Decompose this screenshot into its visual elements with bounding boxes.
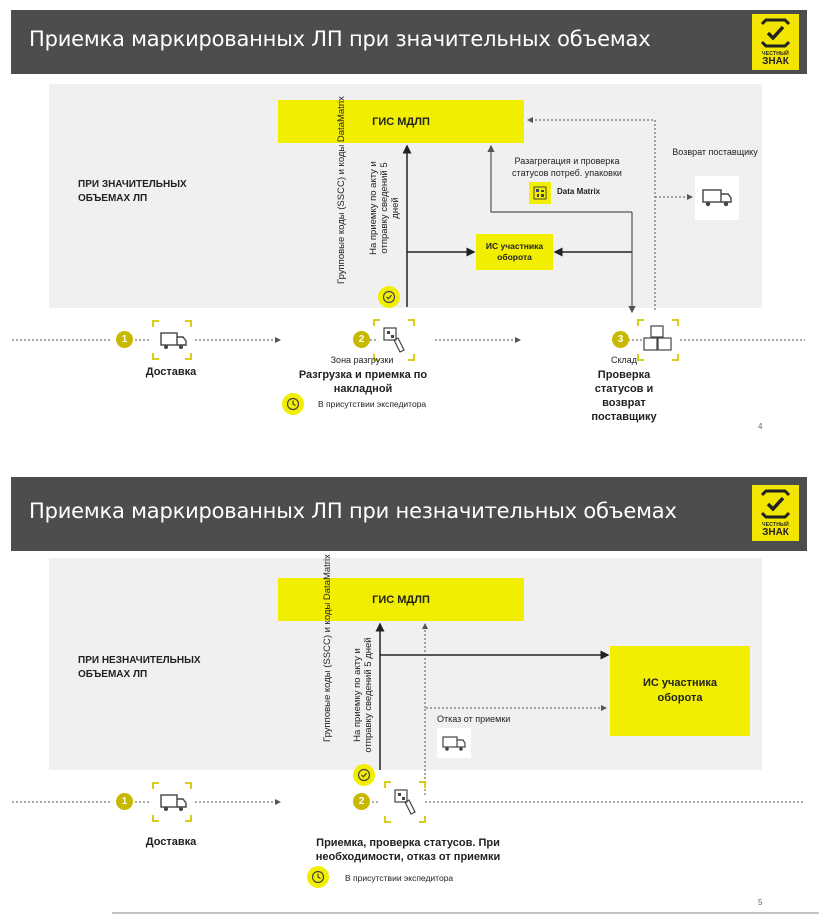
refusal-truck-icon xyxy=(437,728,471,758)
slide1-side-label: ПРИ ЗНАЧИТЕЛЬНЫХ ОБЪЕМАХ ЛП xyxy=(78,179,187,204)
slide2-step2-number: 2 xyxy=(353,793,370,810)
slide1-step2-number: 2 xyxy=(353,331,370,348)
checkmark-logo-icon xyxy=(760,489,791,519)
slide1-scanner-icon xyxy=(372,318,416,362)
slide2-title: Приемка маркированных ЛП при незначитель… xyxy=(29,499,677,523)
slide2-is-label: ИС участника оборота xyxy=(642,677,718,704)
slide1-step3-subtitle: Склад xyxy=(610,355,638,365)
slide2-gis-box: ГИС МДЛП xyxy=(278,578,524,621)
brand-line2-2: ЗНАК xyxy=(762,527,789,538)
slide1-presence-label: В присутствии экспедитора xyxy=(318,399,427,409)
slide1-presence-clock-icon xyxy=(282,393,304,415)
slide2-step2-title: Приемка, проверка статусов. При необходи… xyxy=(315,837,501,863)
slide1-boxes-icon xyxy=(636,318,680,362)
slide1-step2-subtitle: Зона разгрузки xyxy=(330,355,394,365)
slide2-step1-title: Доставка xyxy=(145,836,197,848)
slide2-gis-label: ГИС МДЛП xyxy=(372,593,430,606)
slide1-return-label: Возврат поставщику xyxy=(672,147,758,157)
slide1-header: Приемка маркированных ЛП при значительны… xyxy=(11,10,807,74)
slide1-data-matrix-label: Data Matrix xyxy=(557,187,601,196)
slide1-step3-title: Проверка статусов и возврат поставщику xyxy=(591,369,657,423)
slide2-header: Приемка маркированных ЛП при незначитель… xyxy=(11,477,807,551)
slide1-timer-icon xyxy=(378,286,400,308)
brand-logo-2: ЧЕСТНЫЙ ЗНАК xyxy=(752,485,799,541)
return-truck-icon xyxy=(695,176,739,220)
slide2-presence-label: В присутствии экспедитора xyxy=(345,873,454,883)
slide1-step3-number: 3 xyxy=(612,331,629,348)
slide1-title: Приемка маркированных ЛП при значительны… xyxy=(29,27,651,51)
slide1-gis-box: ГИС МДЛП xyxy=(278,100,524,143)
brand-line1-2: ЧЕСТНЫЙ xyxy=(762,522,789,528)
checkmark-logo-icon xyxy=(760,18,791,48)
slide1-is-box: ИС участника оборота xyxy=(476,234,553,270)
slide2-presence-clock-icon xyxy=(307,866,329,888)
slide2-page-number: 5 xyxy=(758,898,763,907)
slide1-is-label: ИС участника оборота xyxy=(485,241,544,262)
brand-logo: ЧЕСТНЫЙ ЗНАК xyxy=(752,14,799,70)
slide1-step2-title: Разгрузка и приемка по накладной xyxy=(298,369,428,395)
slide2-step1-number: 1 xyxy=(116,793,133,810)
slide2-side-label: ПРИ НЕЗНАЧИТЕЛЬНЫХ ОБЪЕМАХ ЛП xyxy=(78,655,201,680)
slide2-is-box: ИС участника оборота xyxy=(610,646,750,736)
datamatrix-icon xyxy=(529,182,551,204)
slide1-gis-label: ГИС МДЛП xyxy=(372,115,430,128)
slide1-step1-title: Доставка xyxy=(145,366,197,378)
brand-line2: ЗНАК xyxy=(762,56,789,67)
slide2-delivery-truck-icon xyxy=(151,781,193,823)
slide1-disaggregation: Разагрегация и проверка статусов потреб.… xyxy=(512,156,622,178)
slide1-page-number: 4 xyxy=(758,422,763,431)
slide2-refusal-label: Отказ от приемки xyxy=(437,714,511,724)
slide1-delivery-truck-icon xyxy=(151,319,193,361)
slide1-step1-number: 1 xyxy=(116,331,133,348)
slide2-timer-icon xyxy=(353,764,375,786)
slide2-scanner-icon xyxy=(383,780,427,824)
brand-line1: ЧЕСТНЫЙ xyxy=(762,51,789,57)
